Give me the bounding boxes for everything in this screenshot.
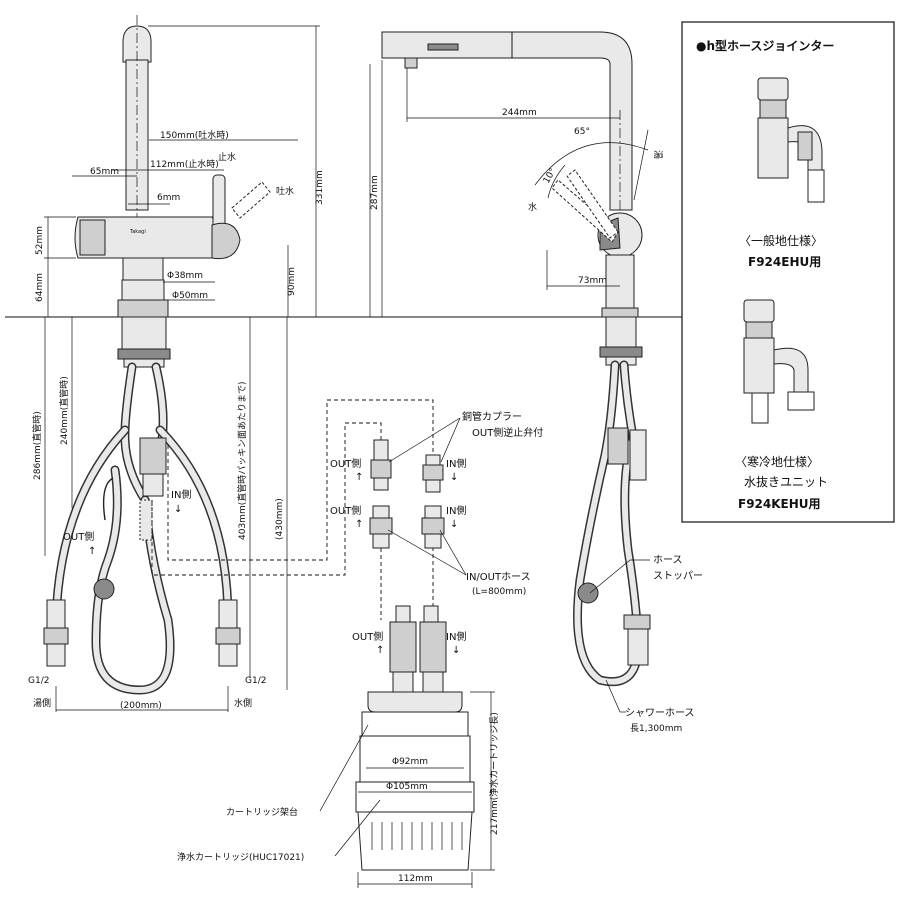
cold-side-label: 水側: [234, 697, 252, 709]
left-faucet-front-view: Takagi: [43, 15, 271, 695]
shower-hose-length: 長1,300mm: [630, 723, 682, 734]
angle-65: 65°: [574, 127, 590, 137]
label-stop: 止水: [218, 151, 236, 163]
inset-cold-2: 水抜きユニット: [744, 475, 828, 489]
dim-286: 286mm(直管時): [31, 411, 43, 480]
svg-text:↑: ↑: [88, 546, 96, 557]
svg-text:↑: ↑: [376, 645, 384, 656]
filter-cartridge: OUT側 ↑ IN側 ↓ Φ92mm Φ105mm 217mm(浄水カートリッジ…: [177, 605, 500, 888]
dim-217: 217mm(浄水カートリッジ長): [488, 712, 500, 835]
brand-logo: Takagi: [129, 229, 146, 235]
inset-title: ●h型ホースジョインター: [696, 38, 834, 53]
dim-200: (200mm): [120, 701, 162, 711]
inset-cold-3: F924KEHU用: [738, 497, 821, 511]
coupler-in-1: IN側: [446, 457, 466, 470]
hose-label-1: IN/OUTホース: [466, 571, 531, 583]
inset-cold-1: 〈寒冷地仕様〉: [735, 454, 819, 469]
svg-text:↓: ↓: [452, 645, 460, 656]
dia-92: Φ92mm: [392, 757, 428, 767]
dim-52: 52mm: [35, 226, 45, 255]
copper-coupler-group: 銅管カプラー OUT側逆止弁付 OUT側 ↑ IN側 ↓ OUT側 ↑ IN側 …: [330, 410, 543, 597]
left-dimensions: 150mm(吐水時) 112mm(止水時) 65mm 6mm 止水 吐水 331…: [28, 25, 325, 712]
dim-73: 73mm: [578, 276, 607, 286]
dim-240: 240mm(直管時): [58, 376, 70, 445]
dim-112-cart: 112mm: [398, 874, 433, 884]
dim-6: 6mm: [157, 193, 180, 203]
dim-90: 90mm: [287, 267, 297, 296]
hose-jointer-inset: ●h型ホースジョインター 〈一般地仕様〉 F924EHU用 〈寒冷地仕様〉 水抜…: [681, 21, 895, 523]
dim-331: 331mm: [315, 170, 325, 205]
middle-dimensions: 287mm 244mm 73mm 65° 10° 水 湯: [369, 60, 663, 317]
dia-105: Φ105mm: [386, 782, 428, 792]
label-hot-side: 湯: [652, 150, 663, 159]
dim-65: 65mm: [90, 167, 119, 177]
svg-text:↑: ↑: [355, 519, 363, 530]
inset-general-1: 〈一般地仕様〉: [739, 233, 823, 248]
hose-stopper-2: ストッパー: [653, 570, 703, 582]
coupler-title-1: 銅管カプラー: [462, 410, 522, 423]
g12-right: G1/2: [245, 676, 266, 686]
dim-244: 244mm: [502, 108, 537, 118]
right-faucet-side-view: [381, 31, 651, 686]
label-spout: 吐水: [276, 185, 294, 197]
coupler-out-1: OUT側: [330, 457, 361, 470]
g12-left: G1/2: [28, 676, 49, 686]
dim-150: 150mm(吐水時): [160, 129, 229, 141]
label-out-left: OUT側: [63, 530, 94, 543]
coupler-out-2: OUT側: [330, 504, 361, 517]
dim-64: 64mm: [35, 273, 45, 302]
dim-430: (430mm): [275, 498, 285, 540]
dia-50: Φ50mm: [172, 291, 208, 301]
label-in-left: IN側: [171, 488, 191, 501]
svg-text:↓: ↓: [450, 472, 458, 483]
label-cold-side: 水: [528, 201, 537, 213]
hose-label-2: (L=800mm): [472, 587, 526, 597]
dia-38: Φ38mm: [167, 271, 203, 281]
cart-in: IN側: [446, 630, 466, 643]
dashed-hose-routes: [151, 399, 434, 620]
dim-287: 287mm: [370, 175, 380, 210]
svg-text:↓: ↓: [174, 504, 182, 515]
hose-stopper-1: ホース: [653, 554, 683, 566]
inset-general-2: F924EHU用: [748, 255, 821, 269]
hot-side-label: 湯側: [33, 697, 51, 709]
svg-text:↓: ↓: [450, 519, 458, 530]
label-cartridge-base: カートリッジ架台: [226, 806, 298, 818]
cart-out: OUT側: [352, 630, 383, 643]
coupler-in-2: IN側: [446, 504, 466, 517]
right-side-labels: ホース ストッパー シャワーホース 長1,300mm: [589, 554, 703, 734]
svg-text:↑: ↑: [355, 472, 363, 483]
dim-112: 112mm(止水時): [150, 158, 219, 170]
label-cartridge: 浄水カートリッジ(HUC17021): [177, 851, 304, 863]
dim-403: 403mm(直管時パッキン面あたりまで): [236, 382, 248, 540]
shower-hose-label: シャワーホース: [625, 707, 695, 719]
coupler-title-2: OUT側逆止弁付: [472, 426, 543, 439]
